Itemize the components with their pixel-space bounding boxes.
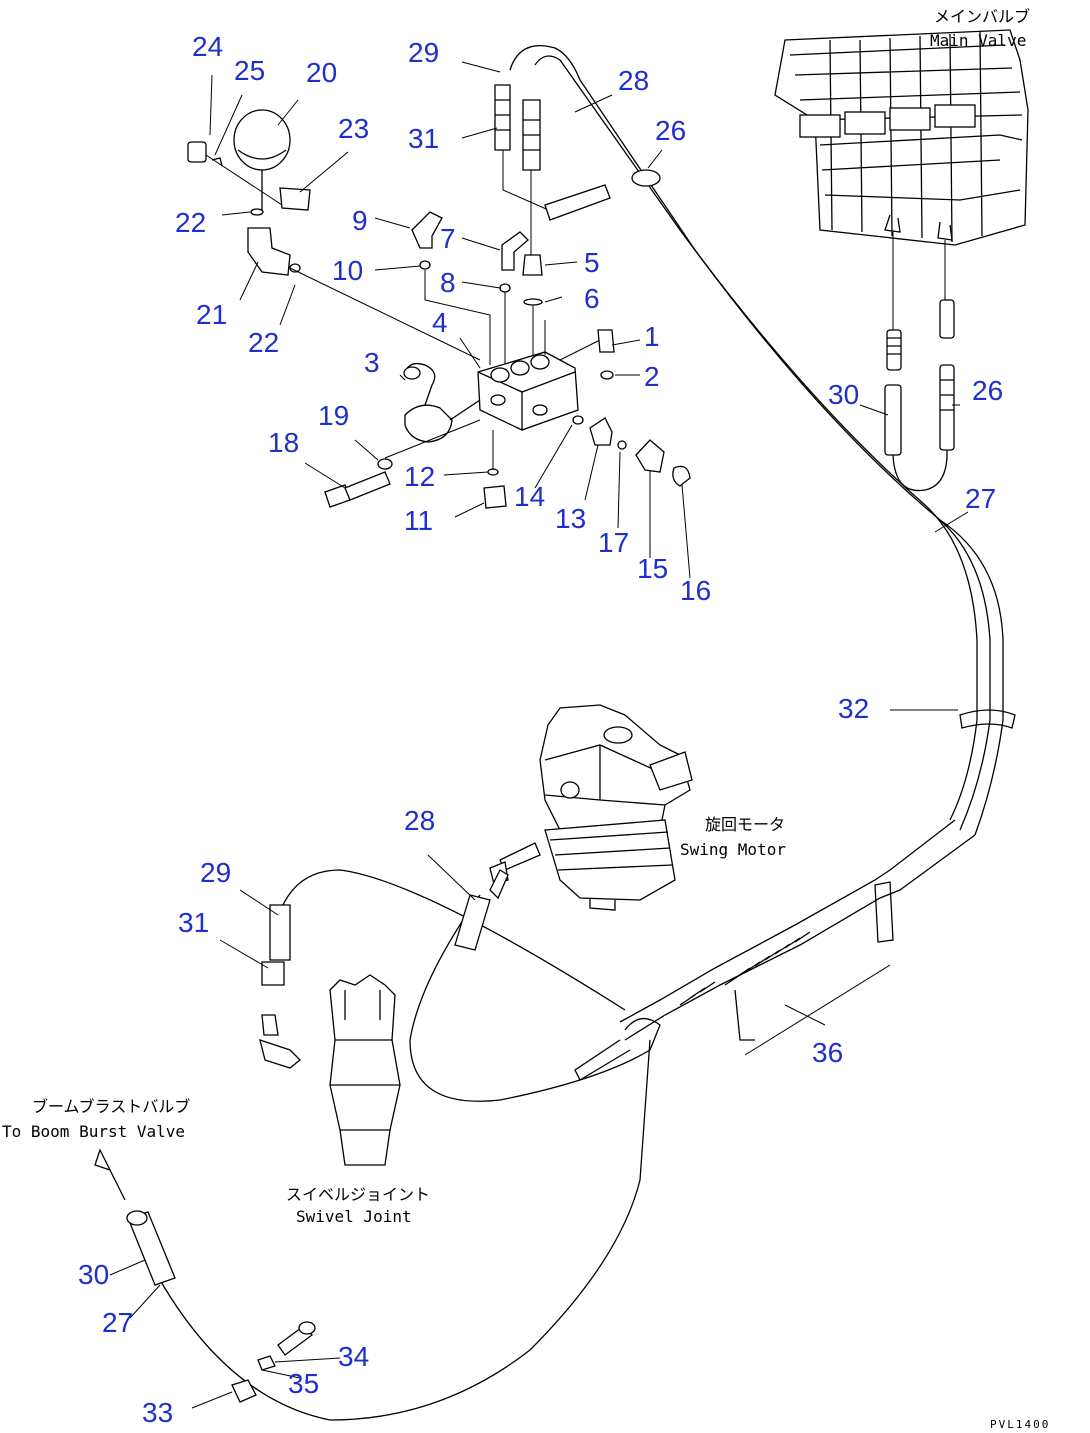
boom-valve-label-en: To Boom Burst Valve (2, 1122, 185, 1141)
callout-11: 11 (404, 505, 433, 536)
callout-35: 35 (288, 1368, 319, 1399)
swing-motor-drawing (489, 704, 693, 911)
main-valve-label-en: Main Valve (930, 31, 1026, 50)
callout-17: 17 (598, 527, 629, 558)
callout-1: 1 (644, 321, 660, 352)
callout-18: 18 (268, 427, 299, 458)
swivel-joint-drawing (259, 974, 401, 1166)
callout-33: 33 (142, 1397, 173, 1428)
callout-22-upper: 22 (175, 207, 206, 238)
swing-motor-label-en: Swing Motor (680, 840, 786, 859)
callout-numbers: 24 25 20 23 22 21 22 29 31 28 26 9 7 10 … (78, 31, 1003, 1428)
callout-26-upper: 26 (655, 115, 686, 146)
main-valve-label-jp: メインバルブ (934, 7, 1030, 26)
leader-lines (109, 61, 969, 1409)
callout-24: 24 (192, 31, 223, 62)
callout-27-lower: 27 (102, 1307, 133, 1338)
swivel-joint-label-en: Swivel Joint (296, 1207, 412, 1226)
main-valve-drawing (774, 29, 1029, 330)
callout-5: 5 (584, 247, 600, 278)
callout-36: 36 (812, 1037, 843, 1068)
callout-29-lower: 29 (200, 857, 231, 888)
callout-30-lower: 30 (78, 1259, 109, 1290)
swivel-joint-label-jp: スイベルジョイント (286, 1185, 430, 1204)
callout-31-upper: 31 (408, 123, 439, 154)
callout-16: 16 (680, 575, 711, 606)
callout-30-upper: 30 (828, 379, 859, 410)
callout-34: 34 (338, 1341, 369, 1372)
callout-28-lower: 28 (404, 805, 435, 836)
main-valve-fittings (884, 299, 955, 492)
callout-19: 19 (318, 400, 349, 431)
callout-29-upper: 29 (408, 37, 439, 68)
callout-7: 7 (440, 223, 456, 254)
callout-2: 2 (644, 361, 660, 392)
drawing-code: PVL1400 (990, 1418, 1050, 1431)
swivel-hoses (261, 869, 651, 1102)
callout-10: 10 (332, 255, 363, 286)
callout-15: 15 (637, 553, 668, 584)
callout-25: 25 (234, 55, 265, 86)
callout-27-right: 27 (965, 483, 996, 514)
long-hoses (509, 44, 1016, 1081)
callout-21: 21 (196, 299, 227, 330)
callout-20: 20 (306, 57, 337, 88)
callout-28-upper: 28 (618, 65, 649, 96)
callout-23: 23 (338, 113, 369, 144)
boom-valve-label-jp: ブームブラストバルブ (32, 1097, 190, 1116)
swing-motor-label-jp: 旋回モータ (705, 815, 785, 834)
valve-block-drawing (187, 84, 691, 509)
callout-14: 14 (514, 481, 545, 512)
callout-26-right: 26 (972, 375, 1003, 406)
callout-13: 13 (555, 503, 586, 534)
callout-9: 9 (352, 205, 368, 236)
component-captions: メインバルブ Main Valve 旋回モータ Swing Motor スイベル… (2, 7, 1050, 1431)
callout-8: 8 (440, 267, 456, 298)
callout-3: 3 (364, 347, 380, 378)
callout-6: 6 (584, 283, 600, 314)
callout-4: 4 (432, 307, 448, 338)
lower-hose (94, 1039, 651, 1421)
callout-32: 32 (838, 693, 869, 724)
callout-22-lower: 22 (248, 327, 279, 358)
callout-12: 12 (404, 461, 435, 492)
callout-31-lower: 31 (178, 907, 209, 938)
